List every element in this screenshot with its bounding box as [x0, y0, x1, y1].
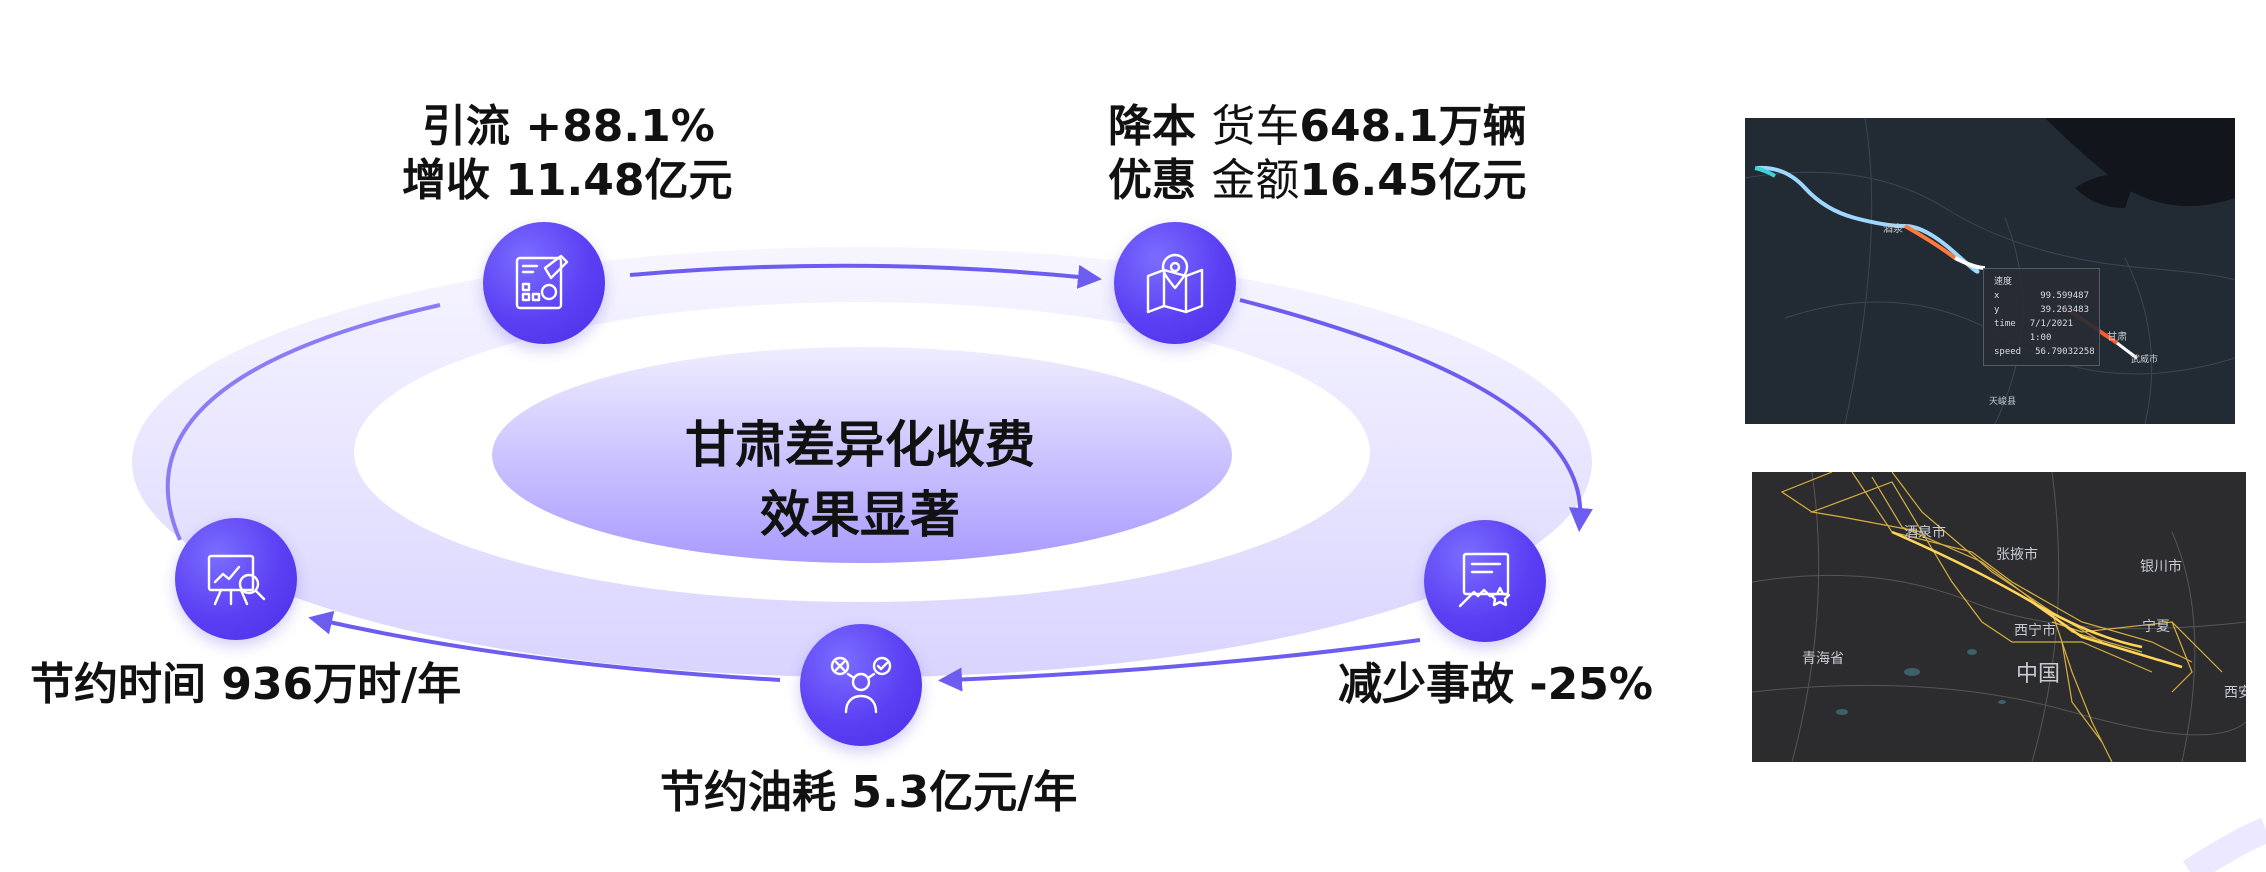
- accidents-label: 减少事故: [1338, 659, 1514, 710]
- accidents-value: -25%: [1529, 659, 1653, 710]
- map1-label-wuwei: 武威市: [2131, 355, 2159, 365]
- map1-label-jiuquan: 酒泉: [1883, 224, 1903, 235]
- metric-accidents: 减少事故 -25%: [1338, 658, 1653, 712]
- center-title-line1: 甘肃差异化收费: [685, 416, 1035, 474]
- center-title-line2: 效果显著: [760, 486, 960, 544]
- tooltip-key: speed: [1994, 347, 2022, 357]
- tooltip-row: x 99.599487: [1994, 289, 2089, 303]
- map2-label-xining: 西宁市: [2014, 623, 2056, 639]
- traffic-value: +88.1%: [525, 101, 715, 152]
- metric-traffic: 引流 +88.1% 增收 11.48亿元: [402, 100, 733, 208]
- traffic-label: 引流: [422, 101, 510, 152]
- time-label: 节约时间: [30, 659, 206, 710]
- revenue-value: 11.48亿元: [505, 155, 733, 206]
- map2-label-xian: 西安: [2224, 685, 2246, 701]
- freight-flow-map: 酒泉市 张掖市 银川市 西宁市 宁夏 青海省 中国 西安: [1752, 472, 2246, 762]
- center-title: 甘肃差异化收费 效果显著: [560, 410, 1160, 550]
- fuel-value: 5.3亿元/年: [851, 767, 1078, 818]
- truck-value: 648.1万辆: [1299, 101, 1527, 152]
- metric-cost: 降本 货车648.1万辆 优惠 金额16.45亿元: [1108, 100, 1527, 208]
- corner-decoration: [2182, 817, 2266, 872]
- tooltip-row: speed 56.79032258: [1994, 345, 2095, 359]
- tooltip-key: x: [1994, 291, 2000, 301]
- core-ellipse: [492, 347, 1232, 563]
- metric-fuel: 节约油耗 5.3亿元/年: [660, 766, 1077, 820]
- tooltip-value: 56.79032258: [2035, 347, 2095, 357]
- tooltip-title: 速度: [1994, 277, 2013, 287]
- map-pin-icon: [1114, 222, 1236, 344]
- blueprint-icon: [483, 222, 605, 344]
- map1-label-gansu: 甘肃: [2107, 332, 2127, 343]
- arrow-bottom-left: [308, 610, 781, 682]
- decision-person-icon: [800, 624, 922, 746]
- arrow-bottom: [938, 638, 1421, 692]
- time-value: 936万时/年: [221, 659, 462, 710]
- report-hand-icon: [1424, 520, 1546, 642]
- presentation-search-icon: [175, 518, 297, 640]
- cost-label: 降本: [1108, 101, 1196, 152]
- map2-label-qinghai: 青海省: [1802, 651, 1844, 667]
- revenue-label: 增收: [402, 155, 490, 206]
- amount-value: 16.45亿元: [1299, 155, 1527, 206]
- map2-label-yinchuan: 银川市: [2140, 559, 2182, 575]
- tooltip-value: 7/1/2021 1:00: [2029, 319, 2074, 343]
- tooltip-value: 99.599487: [2040, 291, 2089, 301]
- speed-trajectory-map: 酒泉 甘肃 武威市 天峻县 速度 x 99.599487 y 39.263483 t…: [1745, 118, 2235, 424]
- map2-label-jiuquan: 酒泉市: [1904, 525, 1946, 541]
- truck-sub-label: 货车: [1211, 101, 1300, 152]
- tooltip-key: time: [1994, 319, 2016, 329]
- map2-label-ningxia: 宁夏: [2142, 619, 2170, 635]
- tooltip-row: y 39.263483: [1994, 303, 2089, 317]
- map1-label-bottom: 天峻县: [1989, 397, 2017, 407]
- discount-label: 优惠: [1108, 155, 1196, 206]
- arrow-top: [629, 263, 1102, 289]
- tooltip-key: y: [1994, 305, 2000, 315]
- metric-time: 节约时间 936万时/年: [30, 658, 461, 712]
- map2-label-china: 中国: [2016, 662, 2061, 687]
- map2-label-zhangye: 张掖市: [1996, 547, 2038, 563]
- arrow-left: [165, 303, 441, 541]
- amount-sub-label: 金额: [1211, 155, 1300, 206]
- fuel-label: 节约油耗: [660, 767, 836, 818]
- tooltip-row: time 7/1/2021 1:00: [1994, 317, 2089, 345]
- tooltip-value: 39.263483: [2040, 305, 2089, 315]
- arrow-right: [1239, 298, 1593, 532]
- map1-tooltip: 速度 x 99.599487 y 39.263483 time 7/1/2021 1:…: [1983, 268, 2100, 366]
